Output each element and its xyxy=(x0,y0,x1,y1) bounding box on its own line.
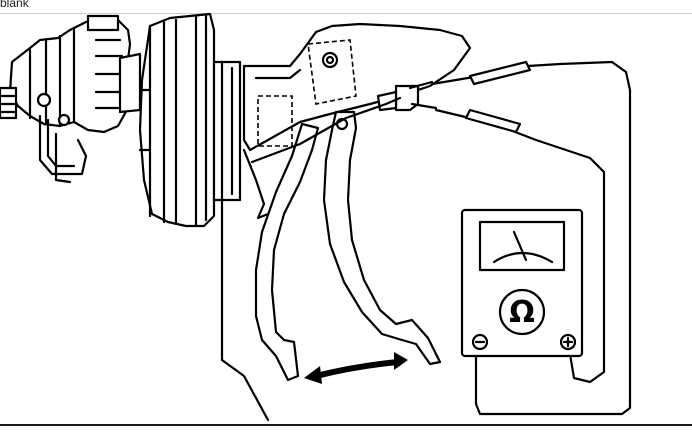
master-cylinder xyxy=(0,14,142,184)
top-divider xyxy=(0,13,692,14)
image-caption: blank xyxy=(0,0,29,10)
test-leads xyxy=(250,60,632,416)
ohm-symbol: Ω xyxy=(509,295,535,330)
stop-light-switch xyxy=(376,80,438,112)
brake-booster xyxy=(138,12,216,228)
pedal-motion-arrow xyxy=(304,352,408,384)
bottom-divider xyxy=(0,424,692,426)
ohmmeter xyxy=(460,208,584,358)
pedal-bracket xyxy=(212,22,472,422)
brake-pedal xyxy=(322,110,442,366)
clutch-pedal xyxy=(254,122,320,382)
